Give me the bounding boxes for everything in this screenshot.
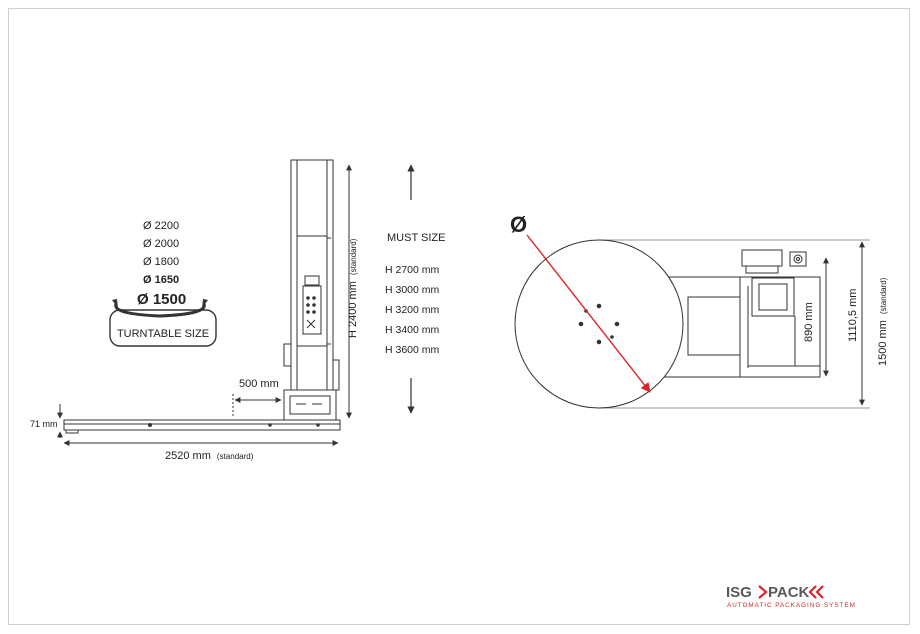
diameter-option: Ø 1800	[143, 256, 179, 268]
base-height-label: 71 mm	[30, 419, 58, 429]
side-view-dimensions	[57, 164, 352, 446]
diameter-option: Ø 2000	[143, 238, 179, 250]
diameter-symbol: Ø	[510, 212, 527, 237]
turntable-size-box	[109, 309, 217, 347]
offset-dimension-label: 500 mm	[239, 378, 279, 390]
isgpack-logo: ISG PACK AUTOMATIC PACKAGING SYSTEM	[726, 584, 856, 609]
must-size-title: MUST SIZE	[387, 232, 445, 244]
must-size-height: H 3000 mm	[385, 284, 440, 296]
diameter-selected: Ø 1500	[137, 291, 186, 308]
must-size-height: H 3400 mm	[385, 324, 440, 336]
must-size-height: H 3200 mm	[385, 304, 440, 316]
width-dimension-label: 890 mm	[803, 302, 815, 342]
drawing-frame	[8, 8, 910, 625]
logo-brand-right: PACK	[768, 584, 810, 601]
logo-tagline: AUTOMATIC PACKAGING SYSTEM	[727, 602, 856, 609]
logo-chevron-icon	[758, 585, 768, 599]
side-view-machine	[63, 159, 341, 434]
height-dimension-label: H 2400 mm (standard)	[347, 238, 359, 338]
turntable-size-legend: Ø 2200 Ø 2000 Ø 1800 Ø 1650 Ø 1500 TURNT…	[109, 220, 217, 347]
diameter-option: Ø 1650	[143, 274, 179, 286]
depth-dimension-label: 1110,5 mm	[847, 289, 859, 342]
logo-brand-left: ISG	[726, 584, 752, 601]
diameter-arrow	[526, 234, 651, 393]
length-dimension-label: 2520 mm (standard)	[165, 450, 254, 462]
must-size-height: H 2700 mm	[385, 264, 440, 276]
rotation-arrow-icon	[114, 303, 206, 318]
rotation-arrowhead-icon	[112, 299, 118, 308]
overall-dimension-label: 1500 mm (standard)	[877, 277, 889, 366]
must-size-height: H 3600 mm	[385, 344, 440, 356]
logo-double-chevron-icon	[808, 585, 824, 599]
turntable-size-label: TURNTABLE SIZE	[117, 328, 209, 340]
must-size-block: MUST SIZE H 2700 mm H 3000 mm H 3200 mm …	[385, 164, 445, 414]
diameter-option: Ø 2200	[143, 220, 179, 232]
top-view-machine	[514, 239, 821, 409]
top-view-dimensions	[600, 239, 870, 409]
